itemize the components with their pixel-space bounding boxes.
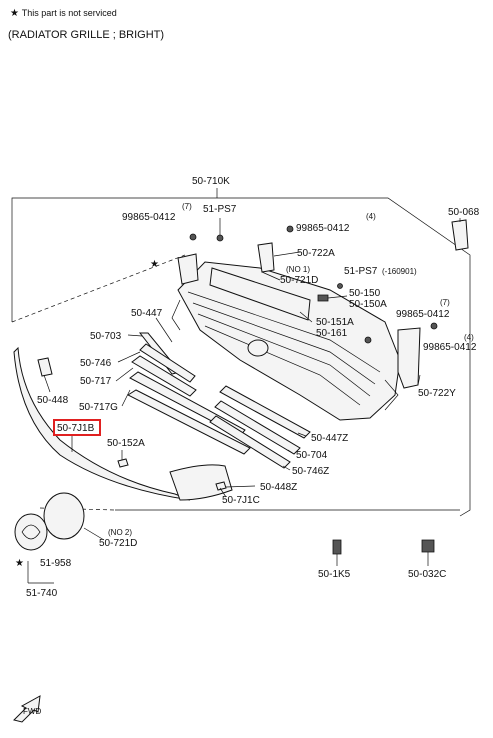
label-bolt-right2: 99865-0412 xyxy=(396,309,450,320)
label-star-958: ★ xyxy=(15,558,24,569)
grille-emblem-mount xyxy=(247,339,269,357)
label-ps7-right: 51-PS7 xyxy=(344,266,378,277)
diagram-title: (RADIATOR GRILLE ; BRIGHT) xyxy=(8,29,165,41)
highlight-box xyxy=(53,419,101,436)
label-448: 50-448 xyxy=(37,395,69,406)
fwd-arrow-icon xyxy=(13,695,41,723)
label-bolt-qty-right2: (7) xyxy=(440,298,450,307)
frame-outline xyxy=(11,197,471,517)
fwd-label: FWD xyxy=(23,707,41,716)
garnish-7j1c-part xyxy=(169,464,233,501)
label-746z: 50-746Z xyxy=(292,466,329,477)
label-7j1b: 50-7J1B xyxy=(57,423,95,434)
bolt-right2-icon xyxy=(430,322,438,330)
label-no1: (NO 1) xyxy=(286,265,310,274)
bolt-right-icon xyxy=(286,225,294,233)
label-722a: 50-722A xyxy=(297,248,335,259)
star-icon: ★ xyxy=(10,8,19,19)
label-bolt-qty-left: (7) xyxy=(182,202,192,211)
screw-ps7-icon xyxy=(216,234,224,242)
label-ps7-top: 51-PS7 xyxy=(203,204,237,215)
clip-068-part xyxy=(451,219,469,251)
label-704: 50-704 xyxy=(296,450,328,461)
clip-448-part xyxy=(37,357,53,377)
label-bolt-qty-right: (4) xyxy=(366,212,376,221)
label-7j1c: 50-7J1C xyxy=(222,495,260,506)
note-text: This part is not serviced xyxy=(21,8,117,18)
label-bolt-qty-right3: (4) xyxy=(464,333,474,342)
emblem-part xyxy=(14,492,85,551)
label-717g: 50-717G xyxy=(79,402,118,413)
label-721d-top: 50-721D xyxy=(280,275,318,286)
clip-150-part xyxy=(317,294,329,302)
grille-body-part xyxy=(171,261,401,421)
not-serviced-note: ★ This part is not serviced xyxy=(10,8,117,19)
clip-448z-part xyxy=(215,481,227,491)
clip-032c-part xyxy=(421,539,435,553)
label-717: 50-717 xyxy=(80,376,112,387)
screw-ps7-right-icon xyxy=(337,283,343,289)
label-161: 50-161 xyxy=(316,328,348,339)
label-bolt-left: 99865-0412 xyxy=(122,212,176,223)
label-958: 51-958 xyxy=(40,558,72,569)
bolt-left-icon xyxy=(189,233,197,241)
label-bolt-right3: 99865-0412 xyxy=(423,342,477,353)
frame-dash-left xyxy=(11,254,186,323)
label-447z: 50-447Z xyxy=(311,433,348,444)
left-clip-part xyxy=(177,253,199,285)
label-740: 51-740 xyxy=(26,588,58,599)
label-448z: 50-448Z xyxy=(260,482,297,493)
label-068: 50-068 xyxy=(448,207,480,218)
bracket-722y-part xyxy=(397,327,421,389)
bracket-722a-part xyxy=(257,242,275,273)
label-746: 50-746 xyxy=(80,358,112,369)
label-bolt-right: 99865-0412 xyxy=(296,223,350,234)
label-152a: 50-152A xyxy=(107,438,145,449)
label-150: 50-150 xyxy=(349,288,381,299)
label-1k5: 50-1K5 xyxy=(318,569,351,580)
label-447: 50-447 xyxy=(131,308,163,319)
right-mouldings-part xyxy=(209,385,311,469)
label-710k: 50-710K xyxy=(192,176,230,187)
label-721d-bot: 50-721D xyxy=(99,538,137,549)
part-labels: 50-710K (7) 99865-0412 51-PS7 (4) 99865-… xyxy=(15,176,480,599)
label-no2: (NO 2) xyxy=(108,528,132,537)
label-ps7-right-note: (-160901) xyxy=(382,267,417,276)
label-150a: 50-150A xyxy=(349,299,387,310)
label-722y: 50-722Y xyxy=(418,388,456,399)
bolt-right3-icon xyxy=(364,336,372,344)
clip-152a-part xyxy=(117,458,129,468)
label-703: 50-703 xyxy=(90,331,122,342)
upper-bracket-part xyxy=(209,267,311,321)
label-star-left: ★ xyxy=(150,259,159,270)
clip-1k5-part xyxy=(332,539,342,555)
leader-lines xyxy=(27,218,461,584)
label-032c: 50-032C xyxy=(408,569,446,580)
label-151a: 50-151A xyxy=(316,317,354,328)
